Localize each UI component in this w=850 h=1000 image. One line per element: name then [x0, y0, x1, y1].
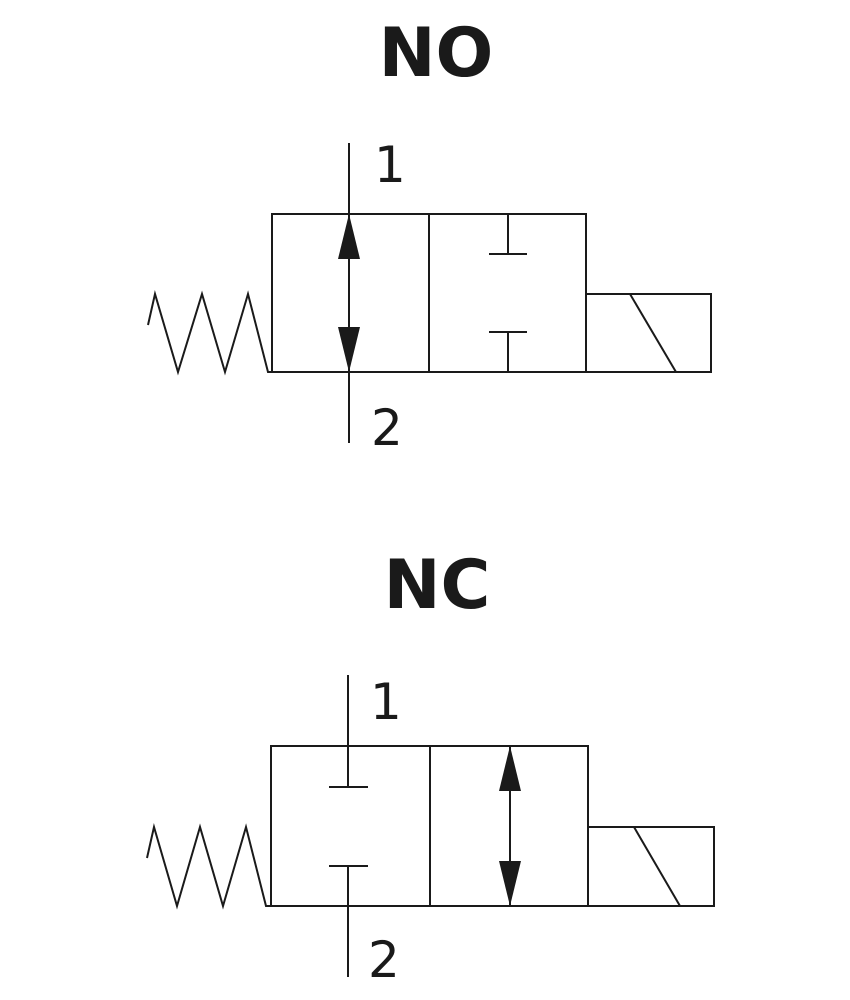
nc-port-1-label: 1: [370, 673, 402, 731]
nc-solenoid-icon: [587, 826, 715, 907]
nc-valve-diagram: NC 1 2: [146, 546, 715, 989]
no-blocked-ports: [489, 214, 527, 372]
nc-blocked-ports: [329, 786, 368, 867]
no-port-2-label: 2: [371, 399, 403, 457]
nc-flow-arrowhead-up: [499, 746, 521, 791]
no-valve-title: NO: [379, 14, 494, 93]
no-flow-arrow: [338, 214, 360, 372]
nc-valve-title: NC: [384, 546, 491, 625]
nc-flow-arrow: [499, 746, 521, 906]
no-valve-diagram: NO 1 2: [147, 14, 712, 457]
nc-flow-arrowhead-down: [499, 861, 521, 906]
no-flow-arrowhead-down: [338, 327, 360, 372]
no-port-1-label: 1: [374, 136, 406, 194]
no-spring-icon: [147, 290, 272, 376]
nc-spring-icon: [146, 823, 271, 910]
nc-port-2-label: 2: [368, 931, 400, 989]
no-flow-arrowhead-up: [338, 214, 360, 259]
no-solenoid-icon: [585, 293, 712, 373]
